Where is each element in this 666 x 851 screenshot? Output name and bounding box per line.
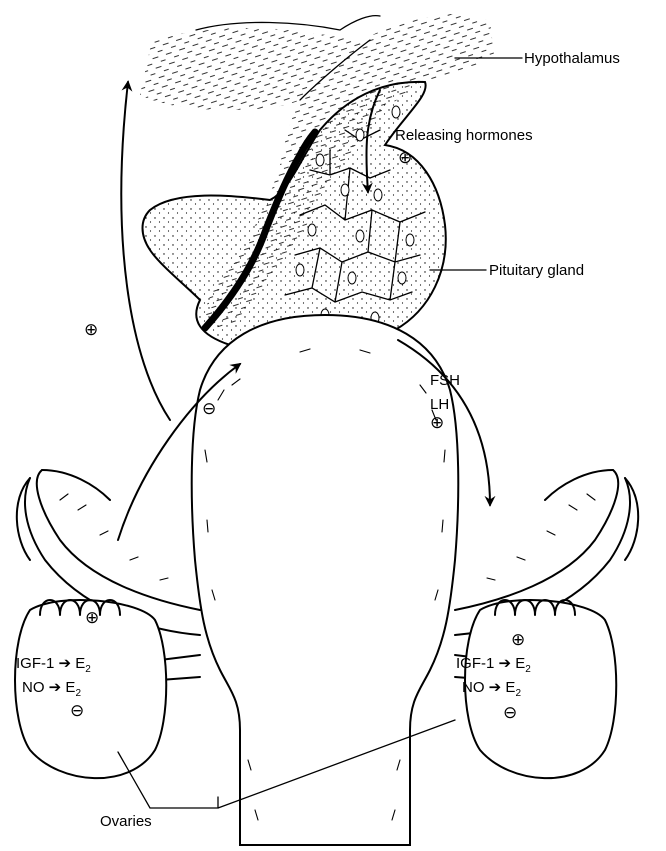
pituitary-feedback-sign: ⊖ xyxy=(202,399,216,419)
fsh-label: FSH xyxy=(430,372,460,389)
uterus xyxy=(192,315,459,845)
pituitary-gland-label: Pituitary gland xyxy=(489,262,584,279)
hypothalamus-label: Hypothalamus xyxy=(524,50,620,67)
gonadotropin-stimulatory-sign: ⊕ xyxy=(430,413,444,433)
ovaries-label: Ovaries xyxy=(100,813,152,830)
right-ovary-minus-sign: ⊖ xyxy=(503,703,517,723)
left-ovary-plus-sign: ⊕ xyxy=(85,608,99,628)
hypothalamus-feedback-sign: ⊕ xyxy=(84,320,98,340)
left-ovary-minus-sign: ⊖ xyxy=(70,701,84,721)
right-ovary-plus-sign: ⊕ xyxy=(511,630,525,650)
lh-label: LH xyxy=(430,396,449,413)
releasing-hormones-label: Releasing hormones xyxy=(395,127,533,144)
releasing-hormones-stimulatory-sign: ⊕ xyxy=(398,148,412,168)
